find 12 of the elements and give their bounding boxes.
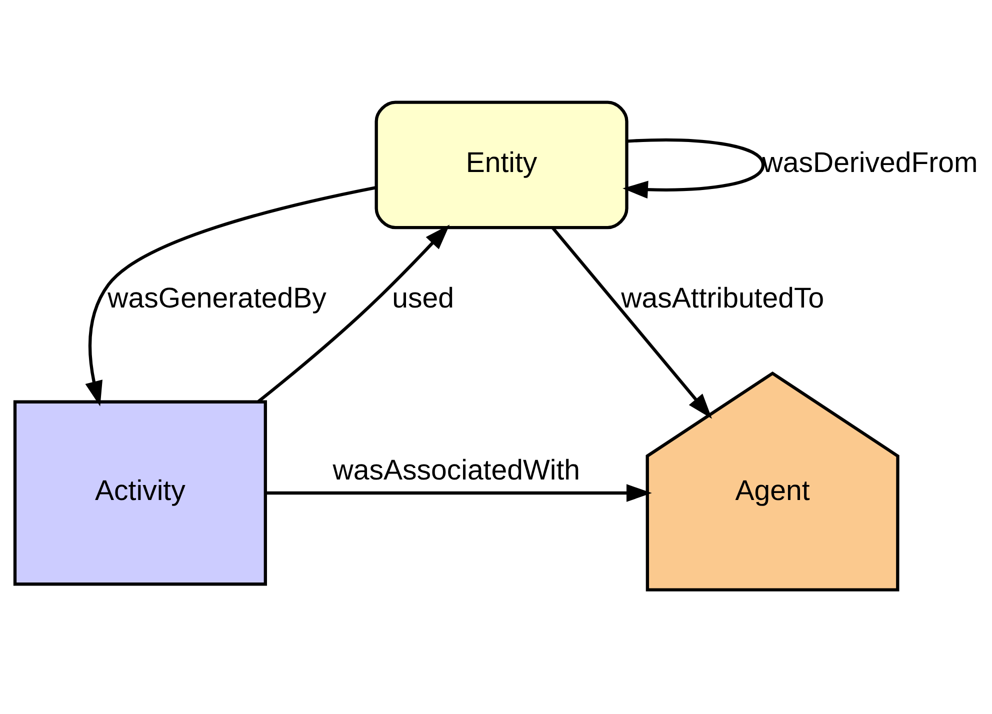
node-box: Entity (374, 100, 628, 229)
edge-label: wasGeneratedBy (108, 282, 326, 314)
arrow (257, 224, 450, 402)
node-box: Activity (13, 400, 267, 586)
arrow (85, 185, 376, 406)
edge-label: wasAssociatedWith (332, 454, 580, 486)
edge-label: wasAttributedTo (621, 282, 824, 314)
arrow (266, 484, 652, 502)
arrow (551, 226, 712, 418)
edge-label: wasDerivedFrom (762, 146, 978, 178)
arrow (622, 138, 765, 198)
edge-label: used (392, 282, 454, 314)
